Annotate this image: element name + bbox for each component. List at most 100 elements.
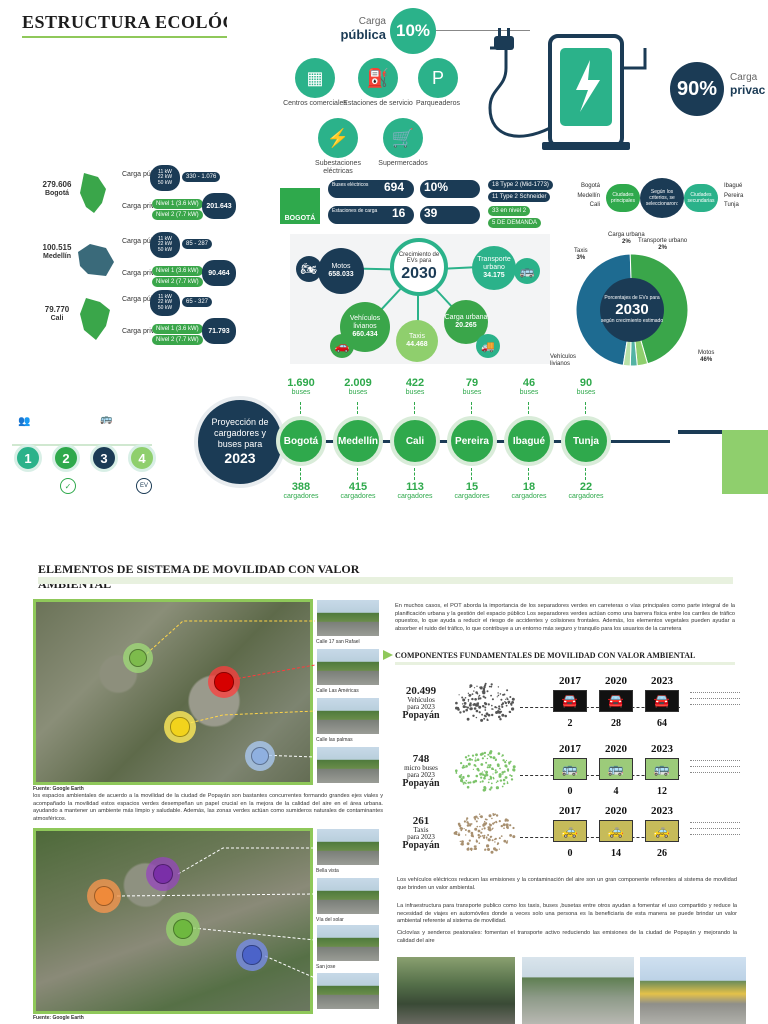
map-dot: [500, 710, 503, 713]
map-marker-green: [123, 643, 153, 673]
map-dot: [495, 848, 498, 852]
map-dot: [478, 836, 481, 839]
bus-icon: 🚌: [553, 758, 587, 780]
map-dot: [469, 707, 473, 711]
map-dot: [477, 817, 479, 820]
map-dot: [506, 782, 509, 785]
map-dot: [484, 820, 486, 823]
map-dot: [494, 759, 497, 762]
map-dot: [488, 788, 490, 790]
map-dot: [510, 778, 514, 781]
map-dot: [460, 827, 463, 830]
map-dot: [500, 835, 503, 837]
components-underline: [395, 662, 735, 665]
map-dot: [455, 772, 458, 774]
map-dot: [465, 765, 468, 768]
map-dot: [484, 818, 487, 821]
bus-stop-photo: [640, 957, 746, 1024]
map-dot: [455, 701, 458, 705]
map-dot: [502, 759, 505, 762]
map-dot: [472, 703, 475, 706]
comp-value: 0: [567, 786, 573, 797]
map2-annotations: [116, 847, 316, 979]
map-dot: [462, 698, 466, 702]
panel-bar-1: [328, 180, 414, 198]
proj-tick: [471, 468, 472, 480]
map-marker-purple: [146, 857, 180, 891]
map-dot: [492, 756, 496, 760]
map-dot: [495, 711, 499, 714]
criteria-circle: Según los criterios, se seleccionaron:: [640, 178, 684, 218]
map-dot: [504, 818, 508, 822]
map-dot: [473, 687, 476, 689]
map-dot: [464, 697, 467, 699]
map-dot: [495, 814, 499, 817]
map-dot: [496, 707, 498, 709]
comp-value: 4: [613, 786, 619, 797]
map-dot: [460, 762, 463, 765]
section-underline: [38, 577, 733, 584]
publica-word: pública: [340, 27, 386, 42]
map-dot: [501, 785, 504, 788]
map-dot: [459, 840, 461, 843]
fuel-station-icon: ⛽: [358, 58, 398, 98]
proj-city-node-4: Ibagué: [504, 416, 554, 466]
map-dot: [485, 761, 488, 764]
map-dot: [466, 785, 470, 789]
map-dot: [490, 782, 493, 785]
street-photo-5: [316, 828, 380, 866]
map-dot: [490, 850, 494, 854]
map-dot: [483, 755, 486, 757]
city-pereira: Pereira: [724, 192, 744, 199]
map-dot: [511, 701, 514, 704]
map-dot: [508, 701, 511, 703]
map-dot: [506, 781, 509, 783]
map-dot: [484, 682, 487, 685]
city-ev-count: 79.770: [44, 305, 70, 314]
map2-source: Fuente: Google Earth: [33, 1015, 84, 1021]
map-dot: [481, 828, 483, 830]
map-dot: [465, 782, 467, 785]
map-dot: [497, 764, 500, 768]
map-dot: [466, 706, 469, 709]
map-dot: [472, 768, 474, 770]
map-dot: [510, 703, 513, 706]
cali-map-icon: [80, 298, 110, 340]
map-dot: [465, 708, 468, 712]
map-dot: [506, 825, 509, 829]
map-dot: [468, 703, 472, 707]
map-dot: [489, 756, 493, 759]
bus-icon: 🚌: [514, 258, 540, 284]
city-row-medellin: 100.515 Medellín Carga pública Carga pri…: [12, 230, 282, 296]
map-marker-green-2: [166, 912, 200, 946]
map-dot: [467, 829, 471, 833]
map-dot: [457, 706, 459, 709]
bogota-map-icon: [80, 173, 106, 213]
map-dot: [479, 835, 482, 838]
map-dot: [499, 779, 503, 782]
panel-value-4: 39: [420, 206, 480, 224]
map-dot: [491, 817, 493, 820]
map-dot: [476, 758, 480, 761]
map-dot: [467, 754, 470, 757]
car-icon: 🚘: [553, 690, 587, 712]
components-paragraph-2: La infraestructura para transporte publi…: [397, 903, 737, 925]
map-dot: [475, 753, 478, 757]
map-dot: [490, 786, 493, 788]
map-dot: [486, 719, 489, 721]
map-dot: [498, 848, 500, 850]
map-dot: [475, 840, 479, 843]
photo-caption: San jose: [316, 964, 336, 970]
map-dot: [491, 708, 493, 710]
title-underline: [22, 36, 227, 38]
popayan-dot-map: [453, 813, 516, 854]
comp-year: 2017: [559, 743, 581, 755]
map-dot: [468, 758, 472, 761]
comp-value: 64: [657, 718, 667, 729]
location-label: Centros comerciales: [283, 100, 347, 107]
street-photo-8: [316, 972, 380, 1010]
map-dot: [464, 756, 468, 759]
